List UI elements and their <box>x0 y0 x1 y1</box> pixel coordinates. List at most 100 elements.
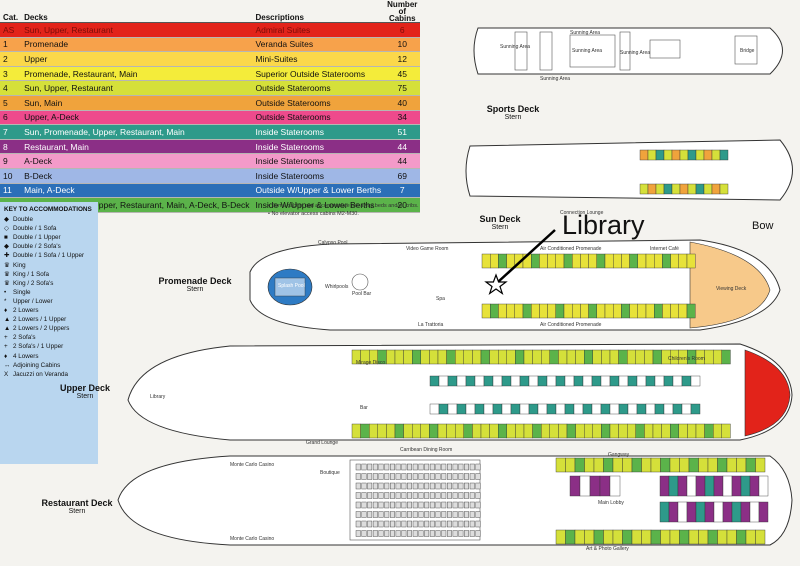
table-notes: • Some cabins can accommodate roll-away … <box>268 202 419 218</box>
cabins-cell: 69 <box>384 168 421 184</box>
cabin-block <box>420 349 430 365</box>
cabin-block <box>644 349 654 365</box>
cabin-block <box>668 501 679 523</box>
cabin-block <box>361 511 367 518</box>
cabin-block <box>407 473 412 480</box>
cabin-block <box>660 457 671 473</box>
cabin-block <box>563 253 573 269</box>
bow-annotation: Bow <box>752 220 774 232</box>
cabin-block <box>437 423 447 439</box>
cabin-block <box>663 149 673 161</box>
cabin-block <box>546 403 557 415</box>
cabin-block <box>386 349 396 365</box>
legend-symbol-icon: * <box>4 297 7 305</box>
cabin-block <box>465 403 476 415</box>
prom-room-11: Viewing Deck <box>716 286 747 292</box>
cabin-block <box>670 423 680 439</box>
upper-deck-sub: Stern <box>76 393 94 400</box>
cabin-block <box>584 423 594 439</box>
cabin-block <box>465 375 476 387</box>
cabin-block <box>695 501 706 523</box>
cabin-block <box>395 492 401 499</box>
cabin-block <box>475 463 481 471</box>
cabin-block <box>463 423 473 439</box>
cabin-block <box>355 463 361 471</box>
cabin-block <box>458 463 464 471</box>
cabin-block <box>555 457 566 473</box>
upper-room-4: Grand Lounge <box>306 440 338 446</box>
cabin-block <box>695 423 705 439</box>
cabin-block <box>378 511 384 518</box>
cabin-block <box>458 482 464 490</box>
cabin-block <box>618 423 628 439</box>
cabin-block <box>547 303 556 319</box>
legend-symbol-icon: ◇ <box>4 225 9 233</box>
cabin-block <box>390 511 395 518</box>
cabin-block <box>475 473 481 480</box>
cabin-block <box>403 423 413 439</box>
cabin-block <box>475 520 481 528</box>
cabin-block <box>475 482 481 490</box>
legend-symbol-icon: ✚ <box>4 252 10 260</box>
cabin-block <box>704 423 714 439</box>
cabin-block <box>713 423 723 439</box>
cabin-block <box>661 423 671 439</box>
cabin-block <box>736 457 747 473</box>
cabin-block <box>637 253 647 269</box>
legend-item: ♛King / 1 Sofa <box>4 270 94 279</box>
cabin-block <box>695 183 705 195</box>
cabin-block <box>722 475 733 497</box>
cabins-cell: 20 <box>384 197 421 213</box>
cabin-block <box>429 403 440 415</box>
cabin-block <box>647 149 657 161</box>
rest-room-6: Main Lobby <box>598 500 624 506</box>
cabin-block <box>394 423 404 439</box>
prom-room-10: Air Conditioned Promenade <box>540 322 602 328</box>
cabins-cell: 44 <box>384 139 421 155</box>
cabin-block <box>523 423 533 439</box>
cabin-block <box>563 303 573 319</box>
cabin-block <box>515 349 525 365</box>
cabin-block <box>641 529 652 545</box>
decks-cell: Sun, Upper, Restaurant <box>21 22 253 38</box>
upper-deck-name: Upper Deck <box>59 383 111 393</box>
cabin-block <box>424 482 430 490</box>
cabin-block <box>566 349 576 365</box>
cabin-block <box>372 482 378 490</box>
upper-room-3: Bar <box>360 405 368 411</box>
cabin-block <box>361 501 367 509</box>
cabin-block <box>475 511 481 518</box>
cabin-block <box>515 423 525 439</box>
cabin-block <box>584 457 595 473</box>
cabin-block <box>749 501 760 523</box>
sun-deck-plan <box>465 139 793 201</box>
cabin-block <box>596 253 606 269</box>
cat-cell: 4 <box>0 80 22 96</box>
cabin-block <box>367 492 373 499</box>
cabin-block <box>424 501 430 509</box>
cabin-block <box>458 473 464 480</box>
cabin-block <box>361 463 367 471</box>
cabin-block <box>539 253 548 269</box>
cabin-block <box>458 492 464 499</box>
sun-deck-title: Sun Deck Stern <box>470 214 530 231</box>
legend-label: Double / 2 Sofa's <box>13 243 61 251</box>
cabin-block <box>650 457 661 473</box>
decks-cell: Restaurant, Main <box>21 139 253 155</box>
cabin-block <box>629 303 638 319</box>
rest-room-3: Carribean Dining Room <box>400 447 453 453</box>
cabin-block <box>731 501 742 523</box>
category-table: Cat. Decks Descriptions Number of Cabins… <box>0 0 421 213</box>
cabin-block <box>592 349 602 365</box>
legend-label: 2 Lowers / 1 Upper <box>13 316 67 324</box>
promenade-deck-title: Promenade Deck Stern <box>150 276 240 293</box>
cabin-block <box>455 349 465 365</box>
cabin-block <box>407 501 412 509</box>
cat-cell: 2 <box>0 51 22 67</box>
cabin-block <box>506 423 516 439</box>
legend-label: Double / 1 Upper <box>13 234 61 242</box>
cabin-block <box>612 457 623 473</box>
cabin-block <box>609 375 620 387</box>
